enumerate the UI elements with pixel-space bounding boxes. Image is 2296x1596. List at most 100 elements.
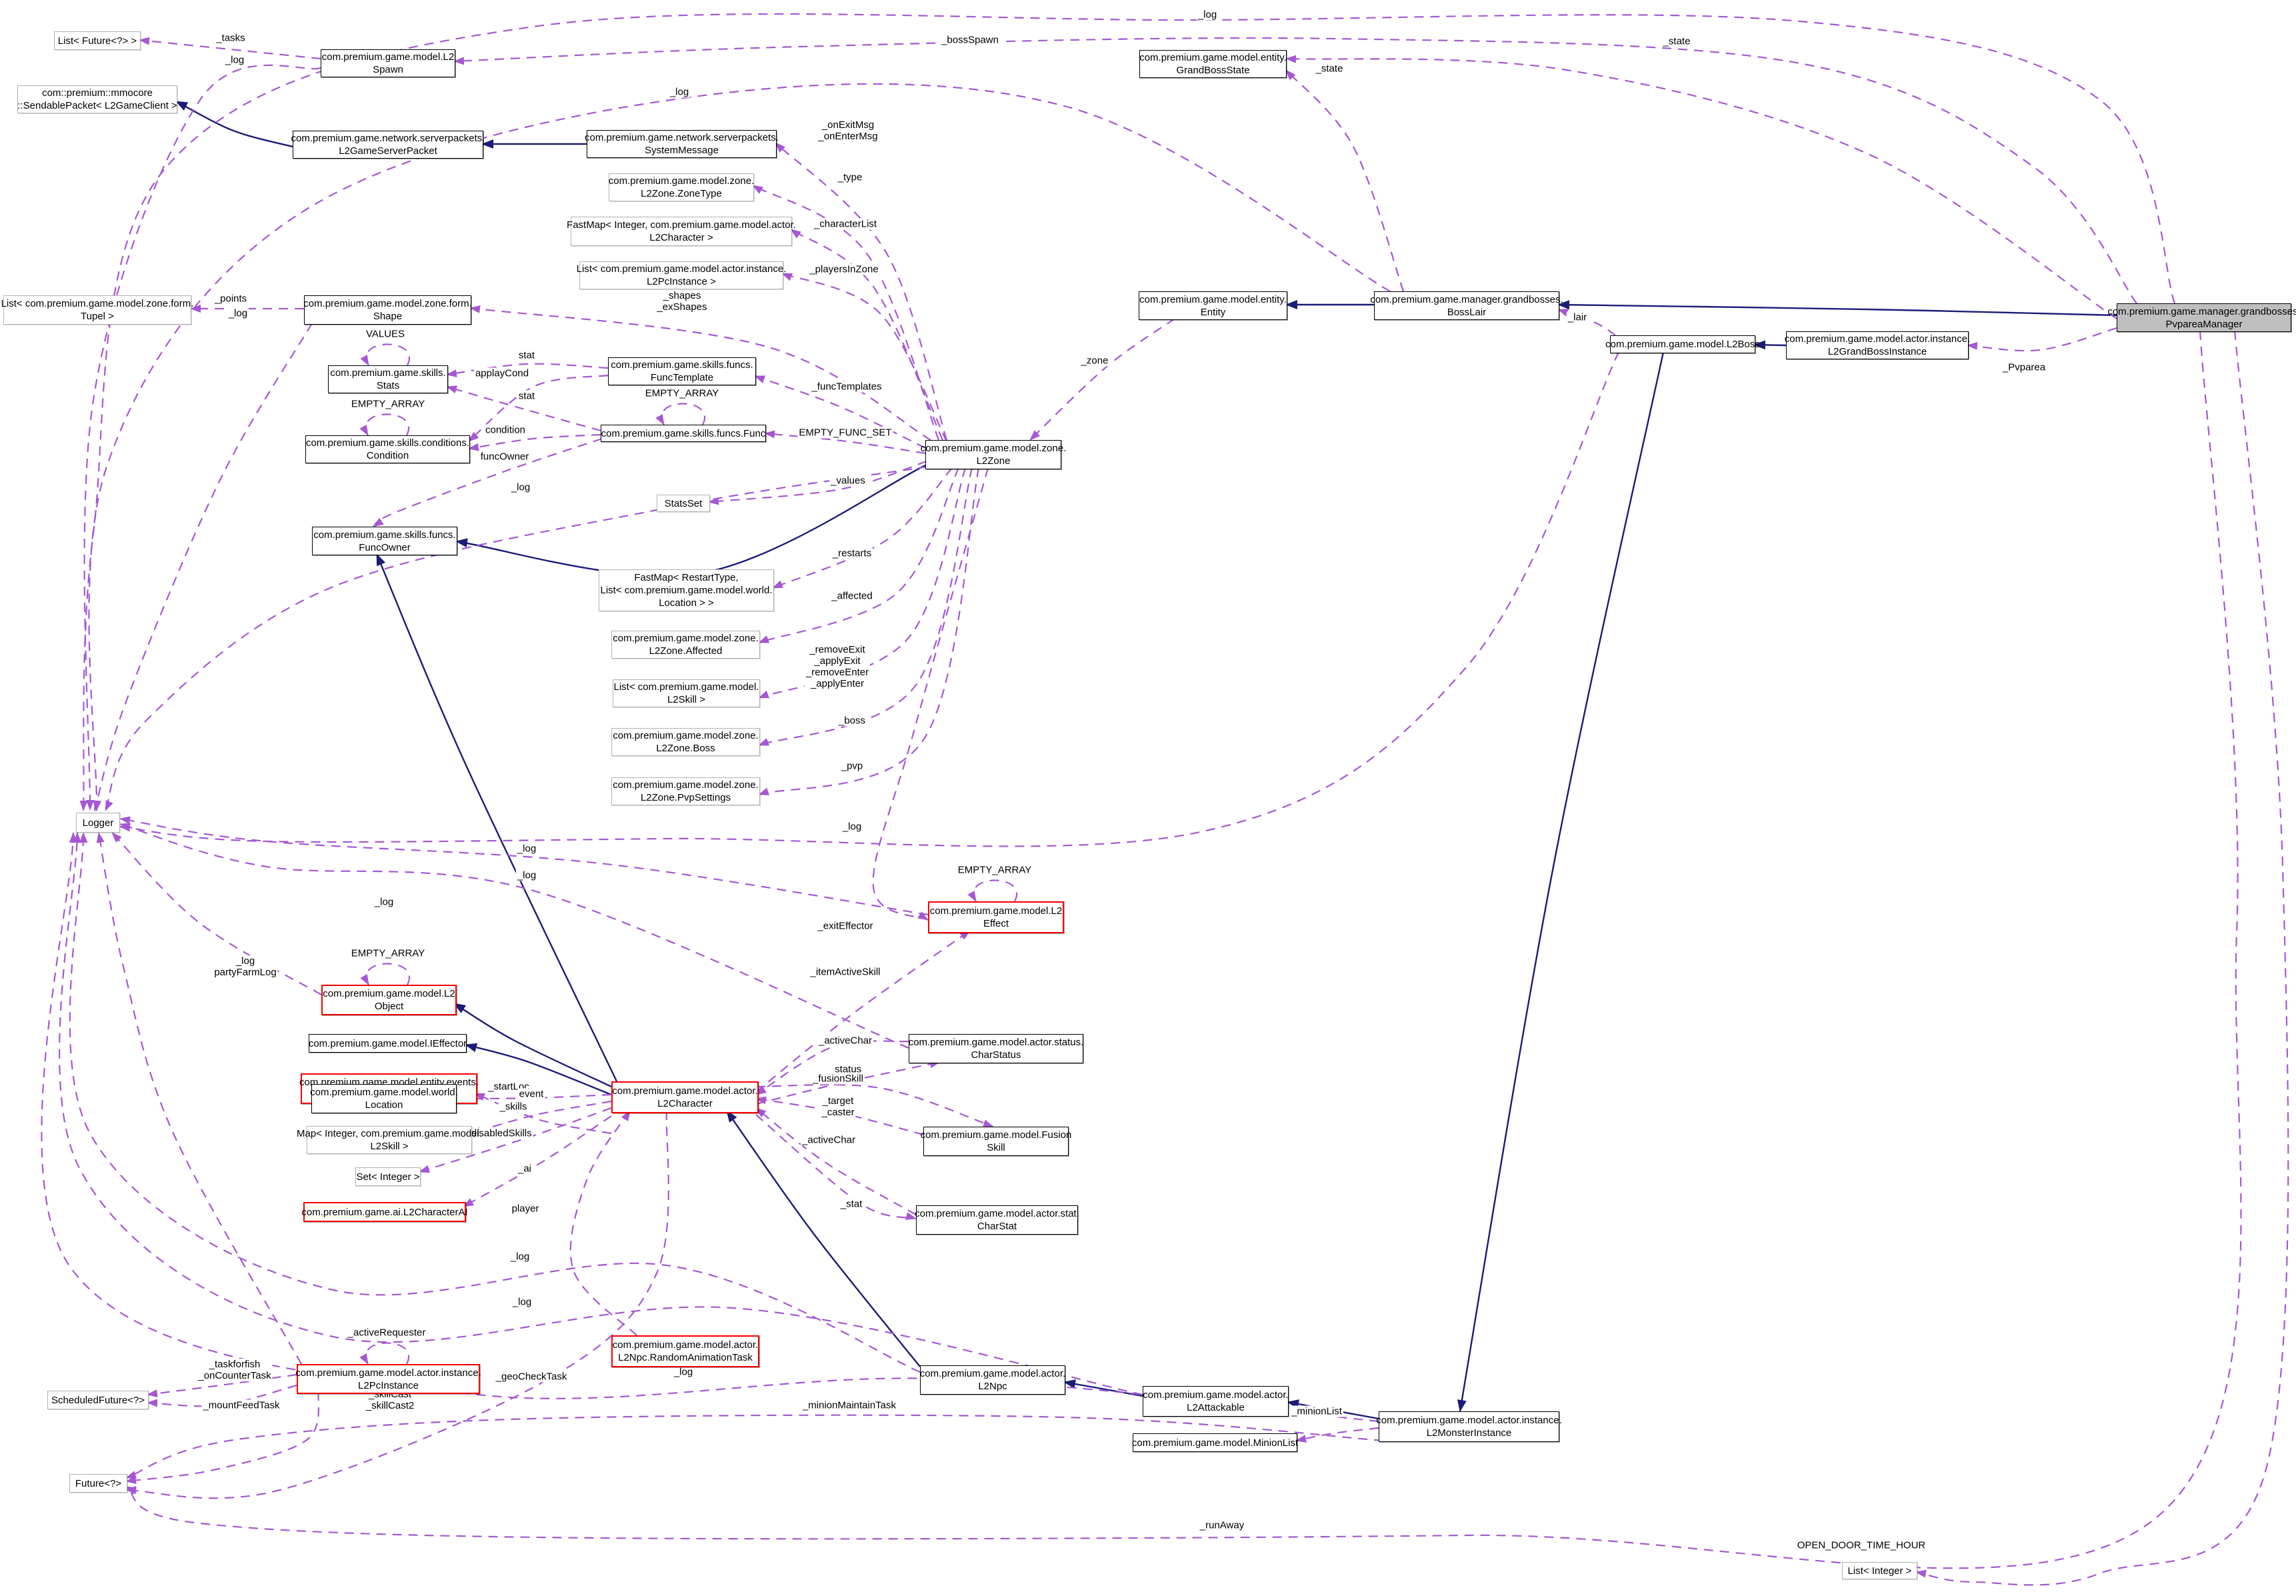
class-node-map-skill[interactable]: Map< Integer, com.premium.game.model.L2S… <box>297 1126 482 1154</box>
edge-label: _zone <box>1079 355 1110 367</box>
class-node-stats-set[interactable]: StatsSet <box>657 495 710 512</box>
class-node-minion-list[interactable]: com.premium.game.model.MinionList <box>1131 1433 1299 1452</box>
usage-edge <box>781 272 947 442</box>
class-node-scheduled-future[interactable]: ScheduledFuture<?> <box>47 1391 149 1409</box>
class-node-fastmap-character[interactable]: FastMap< Integer, com.premium.game.model… <box>567 217 796 246</box>
class-node-l2zone[interactable]: com.premium.game.model.zone.L2Zone <box>921 440 1066 469</box>
inheritance-edge <box>1457 351 1665 1412</box>
edge-label: _activeRequester <box>346 1327 427 1339</box>
usage-edge <box>1285 69 1405 292</box>
usage-edge <box>755 1083 994 1128</box>
class-node-label: com.premium.game.model.zone. <box>613 730 759 741</box>
edge-label: _fusionSkill <box>811 1073 865 1085</box>
class-node-list-future[interactable]: List< Future<?> > <box>54 31 141 50</box>
class-node-char-stat[interactable]: com.premium.game.model.actor.stat.CharSt… <box>915 1205 1079 1235</box>
class-node-set-integer[interactable]: Set< Integer > <box>355 1167 421 1186</box>
edge-label: EMPTY_ARRAY <box>643 387 721 399</box>
usage-edge <box>125 1414 1384 1479</box>
edge-label: _log <box>1196 9 1219 21</box>
class-node-func-template[interactable]: com.premium.game.skills.funcs.FuncTempla… <box>608 357 756 385</box>
class-node-label: List< Integer > <box>1847 1565 1912 1577</box>
class-node-l2character[interactable]: com.premium.game.model.actor.L2Character <box>611 1081 759 1113</box>
usage-edge <box>139 37 321 60</box>
class-node-label: L2Zone.Boss <box>656 743 715 754</box>
edge-label: _stat <box>839 1198 864 1210</box>
class-node-l2character-ai[interactable]: com.premium.game.ai.L2CharacterAI <box>301 1202 468 1222</box>
class-node-system-message[interactable]: com.premium.game.network.serverpackets.S… <box>585 130 779 158</box>
class-node-label: CharStatus <box>971 1049 1021 1061</box>
class-node-label: ScheduledFuture<?> <box>51 1394 145 1406</box>
class-node-zone-type[interactable]: com.premium.game.model.zone.L2Zone.ZoneT… <box>609 173 754 201</box>
class-node-sendable-packet[interactable]: com::premium::mmocore::SendablePacket< L… <box>17 85 177 113</box>
usage-edge <box>96 832 302 1365</box>
class-node-label: Map< Integer, com.premium.game.model. <box>296 1128 483 1139</box>
class-node-boss-lair[interactable]: com.premium.game.manager.grandbosses.Bos… <box>1370 291 1563 320</box>
class-node-zone-affected[interactable]: com.premium.game.model.zone.L2Zone.Affec… <box>611 631 760 659</box>
class-node-label: L2Npc.RandomAnimationTask <box>618 1352 753 1363</box>
class-node-list-tupel[interactable]: List< com.premium.game.model.zone.form.T… <box>1 295 193 325</box>
edge-label: _playersInZone <box>808 263 880 275</box>
class-node-zone-boss[interactable]: com.premium.game.model.zone. L2Zone.Boss <box>611 728 760 756</box>
usage-edge <box>755 930 971 1093</box>
class-node-list-integer[interactable]: List< Integer > <box>1842 1562 1917 1579</box>
class-node-ieffector[interactable]: com.premium.game.model.IEffector <box>309 1034 467 1053</box>
class-node-label: L2Character > <box>649 232 713 243</box>
class-node-game-server-packet[interactable]: com.premium.game.network.serverpackets.L… <box>291 131 485 159</box>
class-node-grand-boss-instance[interactable]: com.premium.game.model.actor.instance.L2… <box>1785 331 1970 359</box>
edge-label: stat <box>517 390 537 402</box>
class-node-zone-pvpsettings[interactable]: com.premium.game.model.zone.L2Zone.PvpSe… <box>611 777 760 805</box>
class-node-label: L2Zone.ZoneType <box>641 188 722 199</box>
class-node-condition[interactable]: com.premium.game.skills.conditions.Condi… <box>305 435 470 463</box>
usage-edge <box>1915 330 2289 1586</box>
inheritance-edge <box>1063 1379 1143 1397</box>
edge-label: _status <box>827 1063 863 1075</box>
usage-edge <box>758 467 967 699</box>
class-node-future[interactable]: Future<?> <box>69 1474 127 1493</box>
class-node-label: Object <box>374 1001 404 1012</box>
inheritance-edge <box>453 1002 612 1088</box>
class-node-label: Future<?> <box>75 1477 122 1489</box>
class-node-l2npc[interactable]: com.premium.game.model.actor.L2Npc <box>920 1365 1065 1395</box>
class-node-l2monster-instance[interactable]: com.premium.game.model.actor.instance.L2… <box>1376 1411 1562 1442</box>
class-node-list-pcinstance[interactable]: List< com.premium.game.model.actor.insta… <box>577 261 786 289</box>
class-node-char-status[interactable]: com.premium.game.model.actor.status.Char… <box>909 1034 1083 1063</box>
class-node-entity[interactable]: com.premium.game.model.entity.Entity <box>1139 291 1287 320</box>
class-node-location[interactable]: com.premium.game.model.world.Location <box>310 1084 458 1113</box>
class-node-l2boss[interactable]: com.premium.game.model.L2Boss <box>1605 335 1760 353</box>
class-node-l2attackable[interactable]: com.premium.game.model.actor.L2Attackabl… <box>1143 1386 1289 1417</box>
class-node-label: com::premium::mmocore <box>42 87 153 99</box>
class-node-label: L2GameServerPacket <box>339 145 437 157</box>
class-node-grand-boss-state[interactable]: com.premium.game.model.entity.GrandBossS… <box>1139 50 1287 78</box>
class-node-stats[interactable]: com.premium.game.skills.Stats <box>328 365 448 393</box>
edge-label: OPEN_DOOR_TIME_HOUR <box>1795 1539 1927 1551</box>
class-node-logger[interactable]: Logger <box>76 813 120 833</box>
class-node-shape[interactable]: com.premium.game.model.zone.form.Shape <box>303 295 472 325</box>
self-usage-edge <box>360 343 410 366</box>
edge-label: _state <box>1661 35 1692 47</box>
class-node-list-l2skill[interactable]: List< com.premium.game.model.L2Skill > <box>613 679 760 707</box>
usage-edge <box>755 1107 917 1215</box>
class-node-label: L2PcInstance > <box>647 276 716 287</box>
edge-label: _activeChar <box>800 1134 857 1146</box>
class-node-func[interactable]: com.premium.game.skills.funcs.Func <box>601 425 766 442</box>
class-node-label: com.premium.game.model.actor. <box>612 1085 758 1097</box>
usage-edge <box>83 64 321 811</box>
edge-label: _runAway <box>1198 1519 1246 1531</box>
class-node-func-owner[interactable]: com.premium.game.skills.funcs.FuncOwner <box>312 527 457 555</box>
class-node-label: L2Zone <box>976 455 1011 467</box>
edge-label: _minionList <box>1290 1405 1343 1417</box>
class-node-label: com.premium.game.model.MinionList <box>1131 1437 1299 1449</box>
class-node-pvparea-manager[interactable]: com.premium.game.manager.grandbosses.Pvp… <box>2107 303 2296 332</box>
edge-label: _log <box>511 1296 533 1308</box>
class-node-fastmap-restart[interactable]: FastMap< RestartType,List< com.premium.g… <box>599 569 774 611</box>
edge-label: event <box>517 1088 545 1100</box>
edge-label: _funcTemplates <box>810 381 883 393</box>
class-node-l2pc-instance[interactable]: com.premium.game.model.actor.instance.L2… <box>295 1364 481 1394</box>
edge-label: EMPTY_ARRAY <box>349 398 427 410</box>
class-node-random-anim-task[interactable]: com.premium.game.model.actor.L2Npc.Rando… <box>611 1335 759 1367</box>
